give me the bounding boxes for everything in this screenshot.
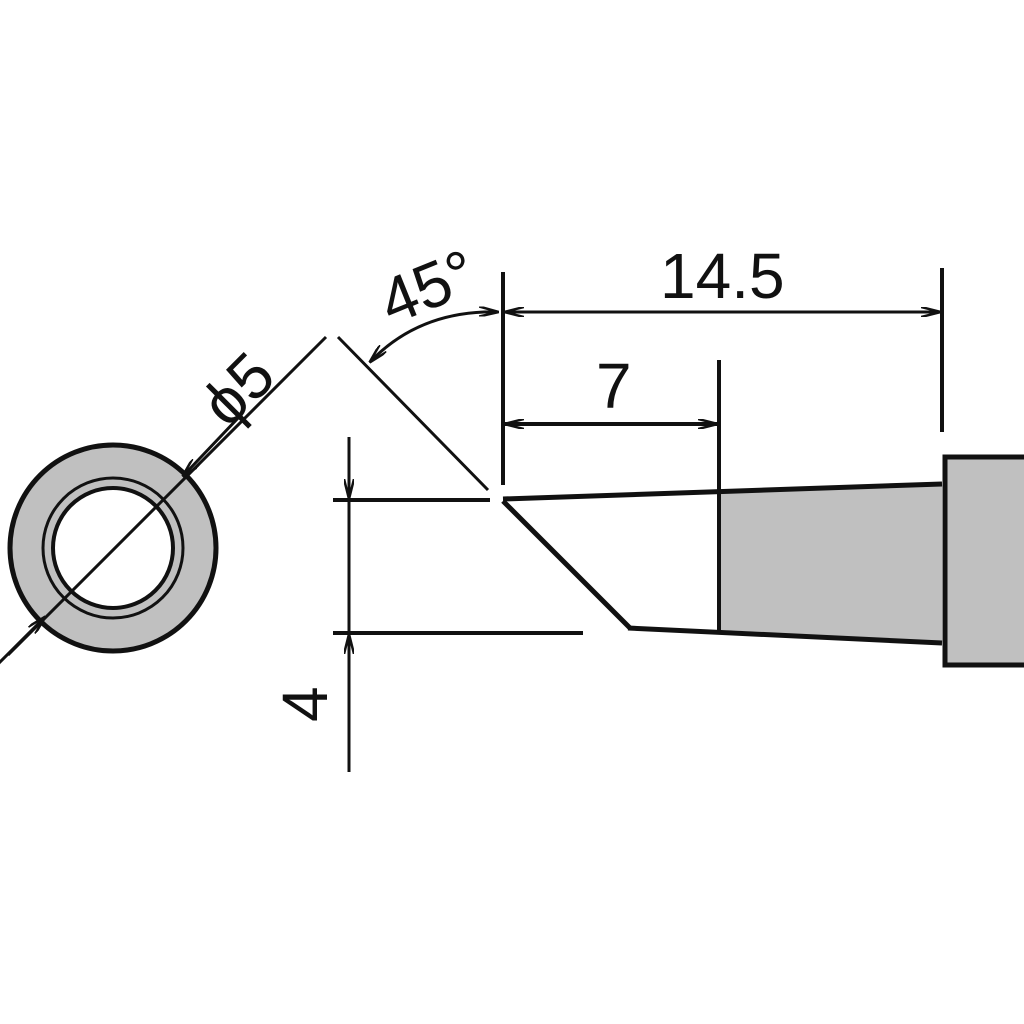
side-view	[501, 360, 1024, 668]
inner-ring-line	[41, 476, 185, 620]
total-length-label: 14.5	[660, 240, 785, 312]
tip-top-edge	[502, 481, 943, 502]
shank-taper-fill	[719, 484, 942, 641]
diameter-arrow-lower	[0, 617, 45, 665]
total-length-dimension: 14.5	[501, 240, 944, 485]
diameter-dimension-line	[6, 335, 328, 657]
bevel-length-label: 7	[596, 350, 632, 422]
sleeve	[942, 454, 1024, 668]
bevel-height-dimension: 4	[269, 437, 583, 772]
diameter-label: ϕ5	[187, 338, 288, 439]
diameter-arrow-upper	[183, 414, 242, 476]
tip-bevel-edge	[501, 499, 632, 630]
angle-label: 45°	[369, 235, 486, 338]
angle-extension-line	[336, 335, 490, 492]
angle-dimension: 45°	[336, 235, 498, 492]
bevel-length-dimension: 7	[505, 350, 717, 424]
end-view: ϕ5	[0, 335, 328, 665]
bevel-height-label: 4	[269, 686, 341, 722]
tip-bottom-edge	[627, 625, 943, 646]
angle-arc	[370, 312, 498, 362]
